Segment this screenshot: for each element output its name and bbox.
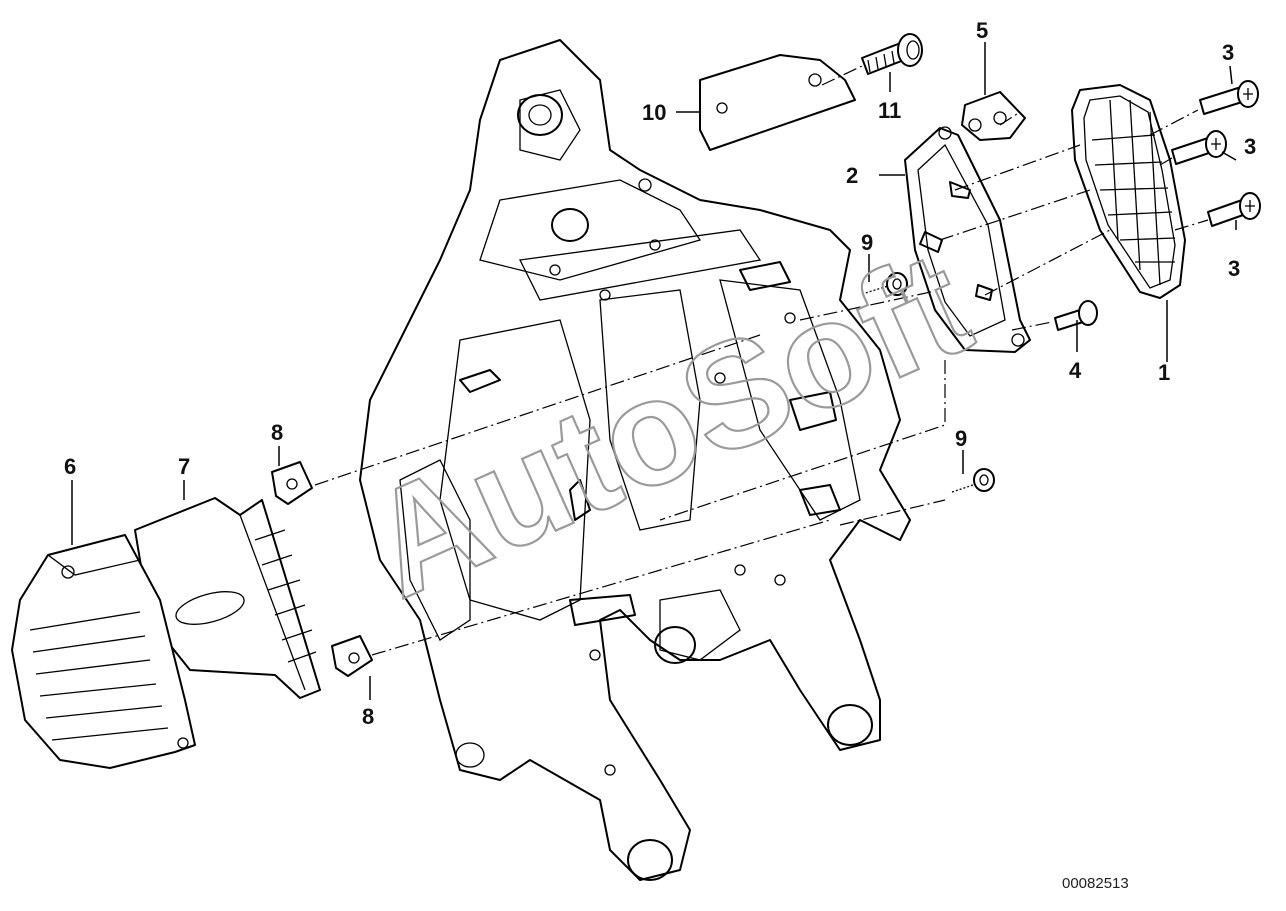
callout-5: 5: [976, 18, 988, 43]
callout-3-middle: 3: [1244, 134, 1256, 159]
callout-3-bottom: 3: [1228, 256, 1240, 281]
callout-8-upper: 8: [271, 420, 283, 445]
part-11-cap-screw: [861, 33, 923, 75]
assembly-lines: [314, 65, 1209, 656]
part-5-clip-nut: [961, 91, 1026, 141]
part-3-screw-middle: [1171, 130, 1227, 165]
part-6-vent: [11, 534, 196, 769]
part-3-screw-bottom: [1207, 192, 1261, 227]
callout-9-upper: 9: [861, 230, 873, 255]
document-id: 00082513: [1062, 875, 1129, 892]
leader-lines: [71, 42, 1237, 700]
part-9-nut-lower: [951, 468, 995, 493]
callout-1: 1: [1158, 360, 1170, 385]
callout-6: 6: [64, 454, 76, 479]
callout-9-lower: 9: [955, 426, 967, 451]
main-frame: [359, 39, 911, 881]
part-4-pin: [1054, 300, 1098, 331]
part-1-grille: [1071, 84, 1186, 299]
callout-10: 10: [642, 100, 666, 125]
part-9-nut-upper: [861, 272, 908, 296]
callout-3-top: 3: [1222, 40, 1234, 65]
part-10-cover-plate: [699, 54, 856, 151]
callout-11: 11: [878, 98, 901, 123]
part-2-gasket: [904, 126, 1031, 353]
callout-8-lower: 8: [362, 704, 374, 729]
part-3-screw-top: [1199, 80, 1259, 115]
callout-7: 7: [178, 454, 190, 479]
part-8-clip-upper: [271, 461, 313, 505]
part-8-clip-lower: [331, 635, 373, 677]
callout-labels: 1 2 3 3 3 4 5 6 7 8 8 9 9 10 11: [64, 18, 1256, 729]
callout-4: 4: [1069, 358, 1082, 383]
callout-2: 2: [846, 163, 858, 188]
